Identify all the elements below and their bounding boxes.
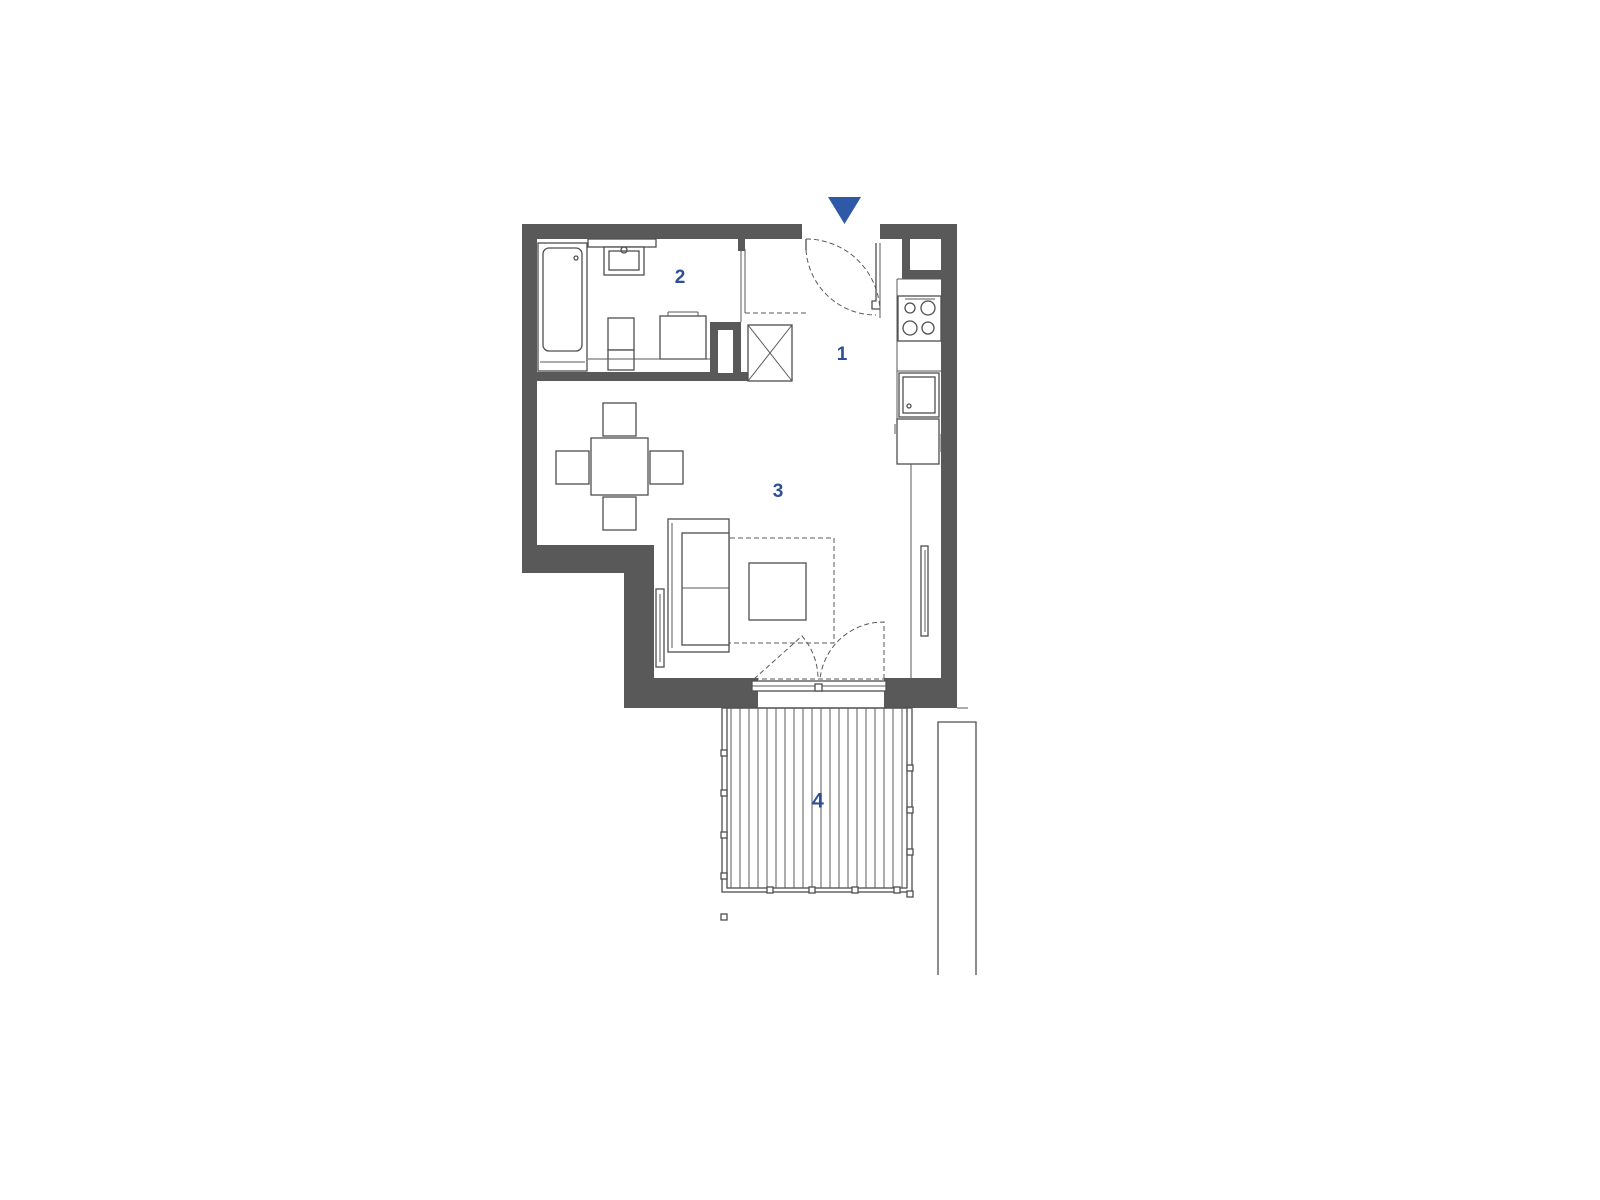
- wall-stub-top: [738, 237, 745, 251]
- wall-top-right: [880, 224, 957, 239]
- hob-ring-1: [904, 302, 916, 314]
- balcony-post: [720, 872, 728, 880]
- room-label-balcony: 4: [812, 790, 824, 813]
- wall-left: [522, 224, 537, 572]
- hall-door-frame: [871, 243, 880, 310]
- kitchen: [894, 278, 942, 678]
- chair-right: [649, 450, 684, 485]
- wall-right: [941, 224, 957, 708]
- living-furniture: [555, 402, 835, 668]
- chair-left: [555, 450, 590, 485]
- balcony-post: [720, 831, 728, 839]
- tap-icon: [620, 246, 628, 254]
- wall-stub-right-bottom: [902, 270, 942, 279]
- room-label-living: 3: [773, 481, 784, 502]
- kitchen-sink-drain: [906, 403, 912, 409]
- fridge: [896, 418, 940, 465]
- wall-bottom-left: [624, 678, 758, 708]
- balcony-doors: [751, 621, 887, 692]
- wall-bathroom-bottom: [537, 372, 748, 381]
- balcony-post: [720, 913, 728, 921]
- coffee-table: [748, 562, 807, 621]
- washing-machine: [659, 315, 707, 360]
- vanity-counter: [587, 238, 657, 248]
- bathroom-fixtures: [537, 238, 746, 372]
- dining-table: [590, 437, 649, 496]
- balcony-post: [851, 886, 859, 894]
- kitchen-sink-basin: [902, 376, 936, 414]
- balcony-posts: [720, 749, 914, 921]
- left-door-swing: [753, 635, 819, 680]
- adjacent-wall: [937, 721, 977, 975]
- balcony-post: [906, 890, 914, 898]
- chair-top: [602, 402, 637, 437]
- walls: [522, 224, 957, 708]
- bathtub-drain: [573, 255, 579, 261]
- balcony-decking: [730, 708, 903, 888]
- balcony-inner: [726, 707, 908, 889]
- entrance-arrow-icon: [828, 197, 861, 224]
- hob-ring-2: [920, 300, 936, 316]
- balcony-post: [766, 886, 774, 894]
- balcony-post: [720, 749, 728, 757]
- sofa-seat-back: [681, 532, 730, 646]
- sink-basin: [608, 250, 640, 271]
- wall-stub-right: [902, 237, 910, 279]
- toilet-bowl: [607, 349, 635, 371]
- chair-bottom: [602, 496, 637, 531]
- threshold-mullion: [814, 683, 823, 692]
- shaft-void: [718, 330, 733, 373]
- hob: [897, 295, 942, 342]
- balcony-post: [906, 806, 914, 814]
- hallway-elements: [745, 238, 881, 382]
- rug: [681, 537, 835, 644]
- hall-door-swing: [805, 249, 877, 316]
- toilet-cistern: [607, 317, 635, 351]
- wardrobe-x2: [747, 324, 793, 382]
- hob-ring-3: [902, 320, 918, 336]
- balcony-post: [906, 764, 914, 772]
- right-door-swing: [819, 621, 885, 680]
- entrance-door-swing: [805, 238, 881, 314]
- hob-ring-4: [921, 321, 935, 335]
- balcony-post: [720, 789, 728, 797]
- balcony: [720, 707, 977, 975]
- balcony-post: [808, 886, 816, 894]
- room-label-hallway: 1: [837, 344, 848, 365]
- balcony-post: [893, 886, 901, 894]
- balcony-post: [906, 848, 914, 856]
- wall-top-left: [522, 224, 802, 239]
- bathtub-inner: [542, 247, 583, 352]
- room-label-bathroom: 2: [675, 267, 686, 288]
